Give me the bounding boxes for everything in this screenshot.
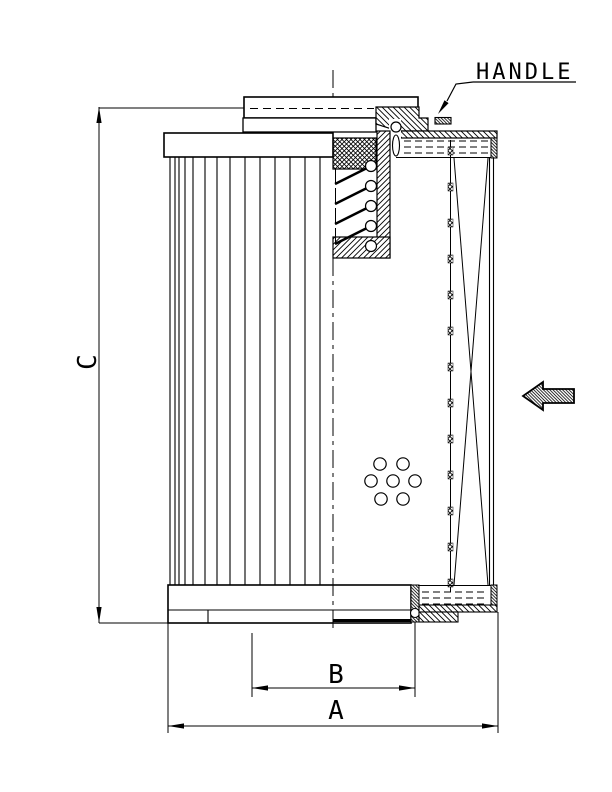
dim-b-arrow-right-icon (399, 685, 415, 691)
pleat-top-band (163, 132, 334, 158)
dim-b-group: B (251, 622, 416, 697)
bottom-thread-hidden-lines (422, 591, 488, 605)
top-end-plate-section (375, 106, 429, 132)
bottom-flange-group (418, 584, 498, 623)
dim-a-arrow-left-icon (168, 723, 184, 729)
pleated-element-group (163, 132, 334, 585)
dim-b-label: B (328, 660, 344, 690)
spring-wire-circles (364, 159, 378, 253)
handle-leader-arrow-icon (438, 100, 449, 114)
drain-holes (364, 457, 422, 506)
dim-c-arrow-up-icon (96, 107, 102, 123)
bottom-flange-strip (418, 604, 498, 613)
bottom-cap-group (167, 584, 421, 624)
top-flange-end-bar (490, 137, 498, 159)
handle-callout-label: HANDLE (476, 60, 573, 85)
spring (334, 159, 378, 253)
dim-a-group: A (167, 612, 499, 733)
handle (434, 116, 452, 125)
top-end-plate-group (375, 106, 498, 159)
bottom-cap (167, 584, 412, 624)
center-tube-mesh-squares (447, 146, 454, 588)
dim-a-arrow-right-icon (482, 723, 498, 729)
bypass-valve-group (332, 130, 391, 259)
dim-b-arrow-left-icon (252, 685, 268, 691)
spring-coil-lines (334, 165, 370, 246)
handle-leader-line (446, 81, 474, 102)
dim-a-label: A (328, 696, 344, 726)
dim-c-label: C (73, 354, 103, 370)
top-collar (242, 117, 377, 133)
bottom-flange-step (418, 611, 459, 623)
top-cap-group (242, 96, 419, 133)
dim-c-group: C (73, 107, 244, 624)
mesh-cross-line-2 (453, 157, 489, 586)
mesh-basket-group (447, 140, 495, 592)
bottom-flange-end-bar (490, 584, 498, 606)
dim-c-arrow-down-icon (96, 607, 102, 623)
bottom-oring-circle (409, 607, 421, 619)
oring-groove (391, 134, 401, 157)
top-thread-hidden-lines (404, 140, 488, 154)
top-flange (389, 130, 498, 139)
oring-circle (390, 121, 402, 133)
handle-callout-group: HANDLE (438, 60, 576, 114)
pleat-lines (169, 157, 321, 585)
flow-direction-arrow-icon (521, 380, 575, 412)
